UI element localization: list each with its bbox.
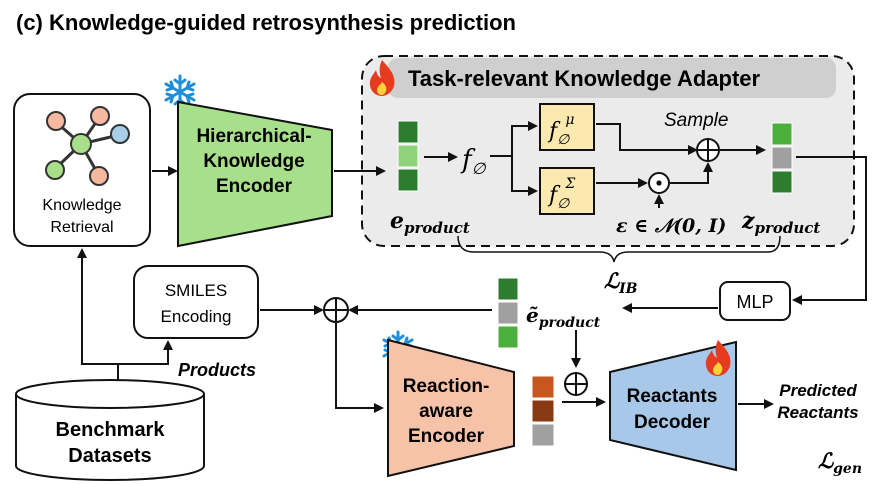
odot-dot xyxy=(656,180,662,186)
decoder-line2: Decoder xyxy=(634,412,711,433)
epsilon-label: ε ∈ 𝒩(0, I) xyxy=(616,215,726,237)
arrow-mu-to-plus xyxy=(596,123,698,155)
hk-encoder-shape xyxy=(177,100,333,248)
f-sigma-box xyxy=(539,167,595,215)
smiles-encoding-box xyxy=(133,265,259,339)
loss-ib-label: ℒIB xyxy=(604,268,638,297)
retrieval-line1: Knowledge xyxy=(42,197,121,214)
f-mu-box xyxy=(539,103,595,151)
e-product-vector xyxy=(397,120,419,192)
z-product-vector xyxy=(771,122,793,194)
sample-label: Sample xyxy=(664,110,728,131)
knowledge-graph-icon xyxy=(45,106,130,186)
smiles-line2: Encoding xyxy=(161,307,232,326)
arrow-dataset-to-retrieval xyxy=(77,248,119,380)
reaction-encoder-shape xyxy=(387,338,515,478)
arrow-dataset-to-smiles xyxy=(118,340,173,365)
products-label: Products xyxy=(178,360,256,380)
predicted-line2: Reactants xyxy=(777,403,858,422)
benchmark-datasets-cylinder xyxy=(15,379,205,481)
hk-encoder-line3: Encoder xyxy=(216,176,293,197)
reaction-vector xyxy=(531,375,555,447)
smiles-line1: SMILES xyxy=(165,281,227,300)
retrieval-line2: Retrieval xyxy=(50,219,113,236)
loss-ib-brace xyxy=(457,235,781,263)
f-sigma-label: f∅Σ xyxy=(547,176,575,212)
arrow-odot-to-plus xyxy=(670,162,713,184)
benchmark-line2: Datasets xyxy=(68,445,151,467)
e-tilde-vector xyxy=(497,277,519,349)
arrow-plus-to-reaction-encoder xyxy=(335,322,384,413)
benchmark-line1: Benchmark xyxy=(56,419,166,441)
hk-encoder-line2: Knowledge xyxy=(203,151,304,172)
arrow-f-to-sigma xyxy=(511,156,538,196)
figure-title: (c) Knowledge-guided retrosynthesis pred… xyxy=(16,10,516,35)
arrow-z-to-mlp xyxy=(792,156,867,305)
e-product-label: eproduct xyxy=(390,208,470,237)
loss-gen-label: ℒgen xyxy=(818,448,862,477)
mlp-label: MLP xyxy=(736,292,773,312)
adapter-region xyxy=(361,55,855,247)
decoder-shape xyxy=(609,340,737,472)
hk-encoder-line1: Hierarchical- xyxy=(196,126,311,147)
reaction-encoder-line1: Reaction- xyxy=(403,376,490,397)
arrow-f-to-mu xyxy=(490,121,538,157)
predicted-line1: Predicted xyxy=(779,381,857,400)
adapter-header xyxy=(388,58,836,98)
reaction-encoder-line3: Encoder xyxy=(408,426,485,447)
decoder-line1: Reactants xyxy=(627,386,718,407)
adapter-title: Task-relevant Knowledge Adapter xyxy=(408,66,761,91)
reaction-encoder-line2: aware xyxy=(419,401,473,422)
z-product-label: zproduct xyxy=(741,208,820,237)
e-tilde-label: ẽproduct xyxy=(526,303,601,331)
mlp-box xyxy=(719,281,791,321)
